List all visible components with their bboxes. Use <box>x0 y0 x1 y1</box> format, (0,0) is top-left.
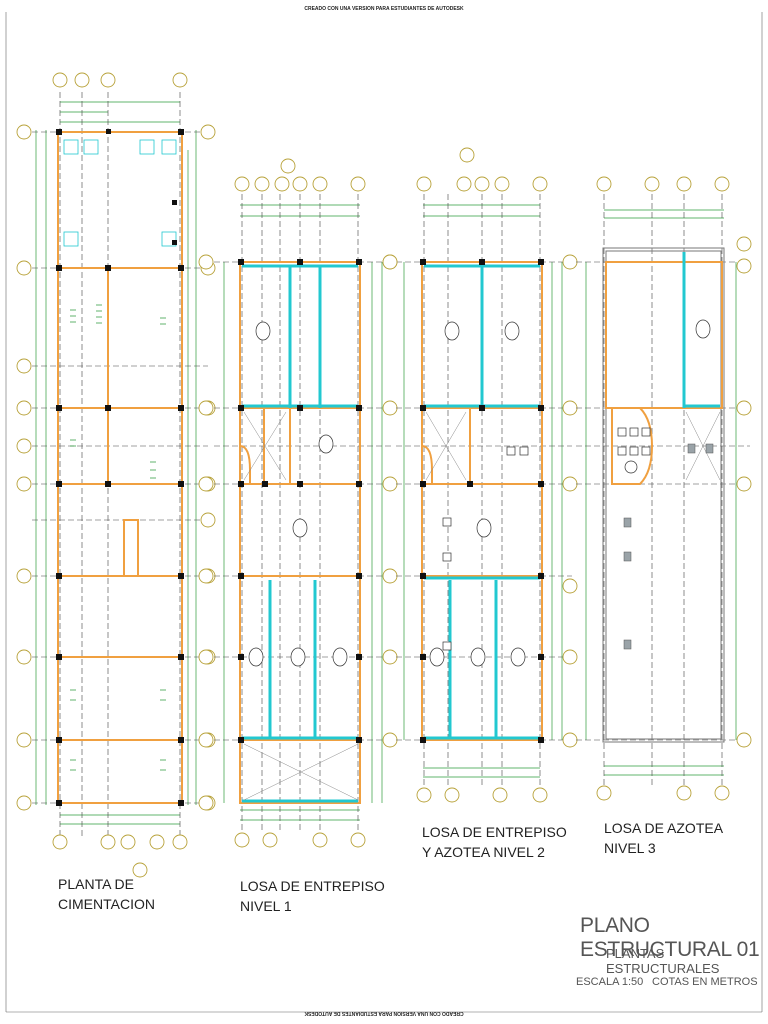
plan-label-cimentacion: PLANTA DE CIMENTACION <box>58 876 155 912</box>
watermark-bottom: CREADO CON UNA VERSION PARA ESTUDIANTES … <box>304 1010 464 1016</box>
watermark-top: CREADO CON UNA VERSION PARA ESTUDIANTES … <box>304 6 464 12</box>
plan-azotea-nivel-3 <box>576 176 752 801</box>
plan-label-nivel-3: LOSA DE AZOTEA NIVEL 3 <box>604 820 724 856</box>
sheet-border <box>5 12 763 1013</box>
plan-losa-nivel-1 <box>198 158 398 848</box>
plan-label-nivel-1: LOSA DE ENTREPISO NIVEL 1 <box>240 878 385 914</box>
sheet-scale: ESCALA 1:50 <box>576 976 644 988</box>
plan-label-nivel-2: LOSA DE ENTREPISO Y AZOTEA NIVEL 2 <box>422 824 567 860</box>
sheet-title: PLANO ESTRUCTURAL 01 <box>580 914 760 961</box>
sheet-units: COTAS EN METROS <box>652 976 758 988</box>
sheet-subtitle: PLANTAS ESTRUCTURALES <box>606 946 720 976</box>
plan-losa-nivel-2 <box>382 147 578 803</box>
